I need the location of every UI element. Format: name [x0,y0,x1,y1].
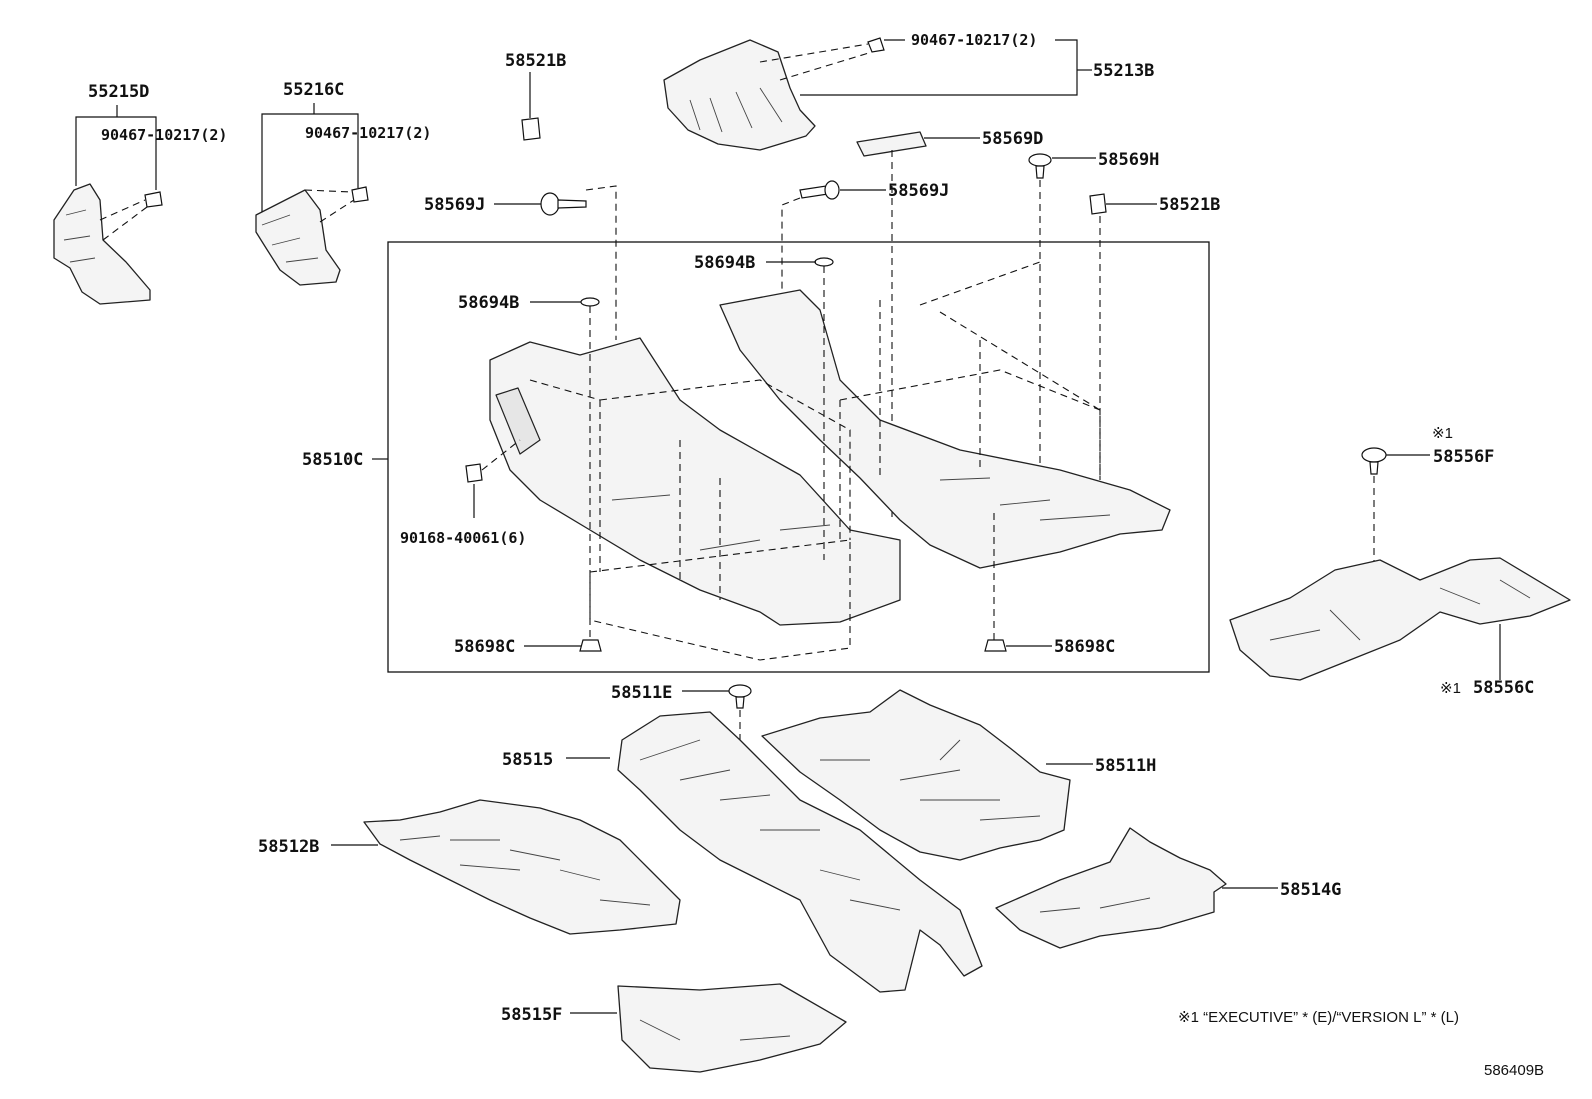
part-55213B-shape [663,39,816,151]
part-58569H-group: 58569H [1028,150,1159,500]
part-58569D-group: 58569D [856,129,1043,520]
label-55215D-bolt: 90467-10217(2) [101,126,227,144]
part-58510C-group: 90168-40061(6) 58694B 58694B 58510C 5869… [302,253,1171,661]
part-58515F-group: 58515F [501,983,847,1073]
label-58511E: 58511E [611,683,672,703]
label-58694B-top: 58694B [694,253,755,273]
bolt-90168-40061 [465,463,483,483]
part-55216C-shape [255,189,341,286]
screw-58569J-left [540,192,560,216]
note-mark-58556C: ※1 [1440,680,1461,697]
part-55215D-shape [53,183,151,305]
part-55215D-group: 55215D 90467-10217(2) [53,82,227,305]
clip-58511E [728,684,752,698]
part-58515F-shape [617,983,847,1073]
part-58521B-right-group: 58521B [1089,193,1220,475]
clip-58521B-right [1089,193,1107,215]
label-90168: 90168-40061(6) [400,529,526,547]
part-58515-group: 58515 [502,711,983,993]
part-58569J-left-group: 58569J [424,185,617,340]
note-mark-58556F: ※1 [1432,425,1453,442]
label-58521B-top: 58521B [505,51,566,71]
label-58511H: 58511H [1095,756,1156,776]
label-58698C-right: 58698C [1054,637,1115,657]
clip-58569H [1028,153,1052,167]
screw-58569J-right [799,185,829,199]
clip-58694B-left [580,297,600,307]
label-58514G: 58514G [1280,880,1341,900]
label-55215D: 55215D [88,82,149,102]
label-58512B: 58512B [258,837,319,857]
part-58511H-group: 58511H [761,689,1156,861]
bolt-55215D [144,191,163,208]
part-58512B-group: 58512B [258,799,681,935]
label-58569J-left: 58569J [424,195,485,215]
label-58569D: 58569D [982,129,1043,149]
part-58512B-shape [363,799,681,935]
clip-58521B-top [521,117,541,141]
diagram-id: 586409B [1484,1062,1544,1079]
part-58569J-right-group: 58569J [781,180,949,318]
clip-58698C-right [984,639,1007,652]
part-58514G-shape [995,827,1227,949]
carpet-58510C-right [719,289,1171,569]
part-58511H-shape [761,689,1071,861]
part-58569D-shape [856,131,927,157]
part-58521B-top-group: 58521B [505,51,566,141]
clip-58698C-left [579,639,602,652]
label-58521B-right: 58521B [1159,195,1220,215]
part-58556-group: ※1 58556F ※1 58556C [1229,425,1571,698]
label-58698C-left: 58698C [454,637,515,657]
clip-58694B-top [814,257,834,267]
label-58556F: 58556F [1433,447,1494,467]
label-55216C-bolt: 90467-10217(2) [305,124,431,142]
clip-58556F [1361,447,1387,463]
label-55216C: 55216C [283,80,344,100]
label-58556C: 58556C [1473,678,1534,698]
carpet-58510C-left [489,337,901,626]
carpet-58510C-pad [495,387,541,455]
part-58515-shape [617,711,983,993]
part-55216C-group: 55216C 90467-10217(2) [255,80,431,286]
part-58556C-shape [1229,557,1571,681]
label-55213B-bolt: 90467-10217(2) [911,31,1037,49]
bolt-55216C [351,186,369,203]
label-58569H: 58569H [1098,150,1159,170]
part-55213B-group: 90467-10217(2) 55213B [663,31,1154,151]
footnote: ※1 “EXECUTIVE” * (E)/“VERSION L” * (L) [1178,1009,1459,1026]
label-55213B: 55213B [1093,61,1154,81]
label-58694B-left: 58694B [458,293,519,313]
assembly-frame-58510C [387,241,1210,673]
label-58569J-right: 58569J [888,181,949,201]
part-58514G-group: 58514G [995,827,1341,949]
bolt-55213B [867,37,885,53]
label-58510C: 58510C [302,450,363,470]
label-58515F: 58515F [501,1005,562,1025]
label-58515: 58515 [502,750,553,770]
